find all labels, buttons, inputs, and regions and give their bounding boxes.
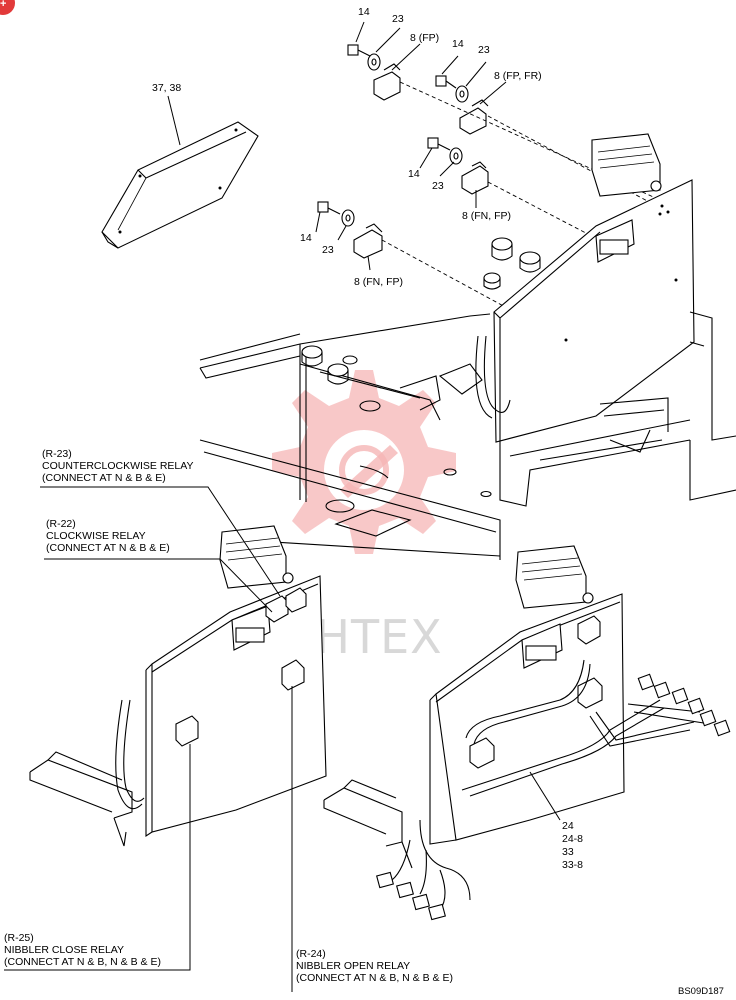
callout-c1-bolt: 14	[358, 6, 370, 18]
callout-c4-relay: 8 (FN, FP)	[354, 276, 403, 288]
cover-callout: 37, 38	[152, 82, 182, 94]
relay-r22-connect: (CONNECT AT N & B & E)	[46, 542, 170, 554]
callout-c3-bolt: 14	[408, 168, 420, 180]
relay-r24-label: (R-24) NIBBLER OPEN RELAY (CONNECT AT N …	[296, 948, 453, 984]
callout-c2-washer: 23	[478, 44, 490, 56]
relay-r25-label: (R-25) NIBBLER CLOSE RELAY (CONNECT AT N…	[4, 932, 161, 968]
callout-c2-bolt: 14	[452, 38, 464, 50]
harness-callout-4: 33-8	[562, 859, 584, 871]
callout-c3-washer: 23	[432, 180, 444, 192]
relay-r24-connect: (CONNECT AT N & B, N & B & E)	[296, 972, 453, 984]
relay-r23-label: (R-23) COUNTERCLOCKWISE RELAY (CONNECT A…	[42, 448, 194, 484]
hardware-set-3	[427, 137, 489, 195]
drawing-code: BS09D187	[678, 986, 724, 997]
hardware-set-2	[435, 75, 489, 135]
harness-callout-3: 33	[562, 846, 574, 858]
harness-callout-2: 24-8	[562, 833, 584, 845]
relay-r25-name: NIBBLER CLOSE RELAY	[4, 944, 125, 956]
relay-r25-connect: (CONNECT AT N & B, N & B & E)	[4, 956, 161, 968]
machine-frame	[199, 311, 736, 560]
relay-r22-code: (R-22)	[46, 518, 76, 530]
relay-r23-name: COUNTERCLOCKWISE RELAY	[42, 460, 194, 472]
relay-r24-name: NIBBLER OPEN RELAY	[296, 960, 411, 972]
callout-c3-relay: 8 (FN, FP)	[462, 210, 511, 222]
relay-r23-connect: (CONNECT AT N & B & E)	[42, 472, 166, 484]
upper-relay-box	[475, 133, 695, 448]
lower-left-panel	[29, 525, 327, 847]
lower-right-panel	[323, 545, 731, 921]
relay-r23-code: (R-23)	[42, 448, 72, 460]
harness-callout-1: 24	[562, 820, 574, 832]
relay-r24-code: (R-24)	[296, 948, 326, 960]
harness-callouts: 24 24-8 33 33-8	[562, 820, 583, 872]
relay-leaders	[4, 486, 561, 992]
hardware-set-1	[347, 44, 401, 101]
callout-c1-relay: 8 (FP)	[410, 32, 440, 44]
cover-plate	[101, 121, 259, 249]
hardware-set-4	[317, 201, 383, 259]
relay-r22-name: CLOCKWISE RELAY	[46, 530, 146, 542]
relay-r25-code: (R-25)	[4, 932, 34, 944]
callout-c2-relay: 8 (FP, FR)	[494, 70, 542, 82]
callout-c4-bolt: 14	[300, 232, 312, 244]
corner-marker	[0, 0, 15, 15]
callout-c4-washer: 23	[322, 244, 334, 256]
callout-c1-washer: 23	[392, 13, 404, 25]
cover-leader	[167, 95, 181, 146]
corner-marker-symbol: +	[0, 0, 7, 10]
relay-r22-label: (R-22) CLOCKWISE RELAY (CONNECT AT N & B…	[46, 518, 170, 554]
